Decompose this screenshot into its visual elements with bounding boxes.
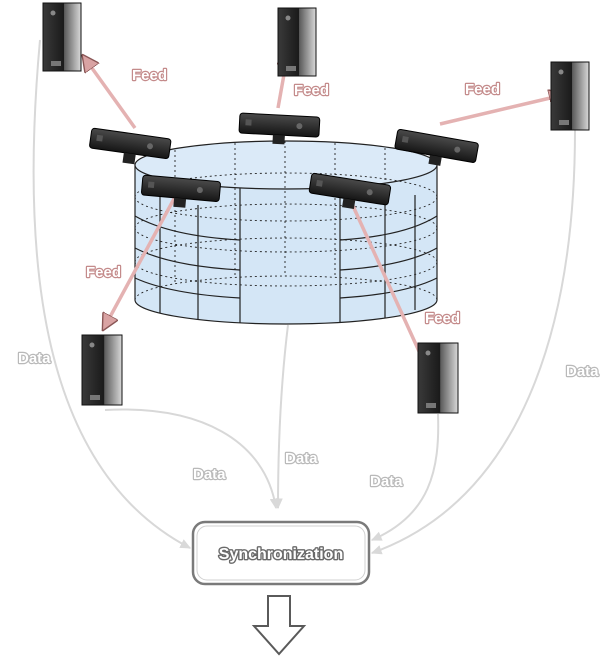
data-label-3: Data	[193, 466, 226, 483]
synchronization-label: Synchronization	[219, 546, 343, 563]
data-line-center	[273, 324, 289, 510]
output-arrow-icon	[251, 595, 307, 656]
data-label-5: Data	[370, 473, 403, 490]
feed-label-2: Feed	[294, 82, 329, 99]
feed-label-3: Feed	[465, 81, 500, 98]
data-flow-lines	[32, 39, 576, 555]
data-line-left-pc	[104, 408, 280, 510]
computer-icon-3	[550, 61, 590, 131]
data-label-4: Data	[285, 450, 318, 467]
feed-label-5: Feed	[425, 310, 460, 327]
data-line-right-pc	[370, 413, 440, 541]
sensor-icon-5	[308, 172, 392, 209]
cylinder-body	[134, 164, 438, 325]
feed-arrow-top-right	[439, 95, 563, 126]
feed-arrow-bottom-left	[104, 196, 177, 328]
data-labels: Data Data Data Data Data	[17, 349, 601, 491]
computer-icon-5	[417, 342, 459, 414]
sensor-icon-3	[394, 128, 479, 166]
computer-icon-1	[42, 2, 82, 72]
sensor-icon-4	[141, 174, 221, 208]
computer-icon-4	[81, 334, 123, 406]
feed-label-1: Feed	[132, 67, 167, 84]
computer-icon-2	[277, 7, 317, 77]
depth-sensors	[89, 112, 479, 209]
capture-cylinder	[134, 140, 438, 325]
feed-label-4: Feed	[86, 264, 121, 281]
feed-labels: Feed Feed Feed Feed Feed	[85, 66, 501, 328]
data-line-right-outer	[370, 129, 576, 555]
sensor-icon-1	[89, 127, 172, 165]
feed-arrow-top-left	[84, 57, 137, 130]
data-label-1: Data	[18, 350, 51, 367]
data-label-2: Data	[566, 363, 599, 380]
synchronization-box: Synchronization	[191, 520, 371, 586]
data-line-left-outer	[32, 39, 192, 549]
computer-towers	[42, 2, 590, 414]
sensor-icon-2	[238, 112, 321, 145]
